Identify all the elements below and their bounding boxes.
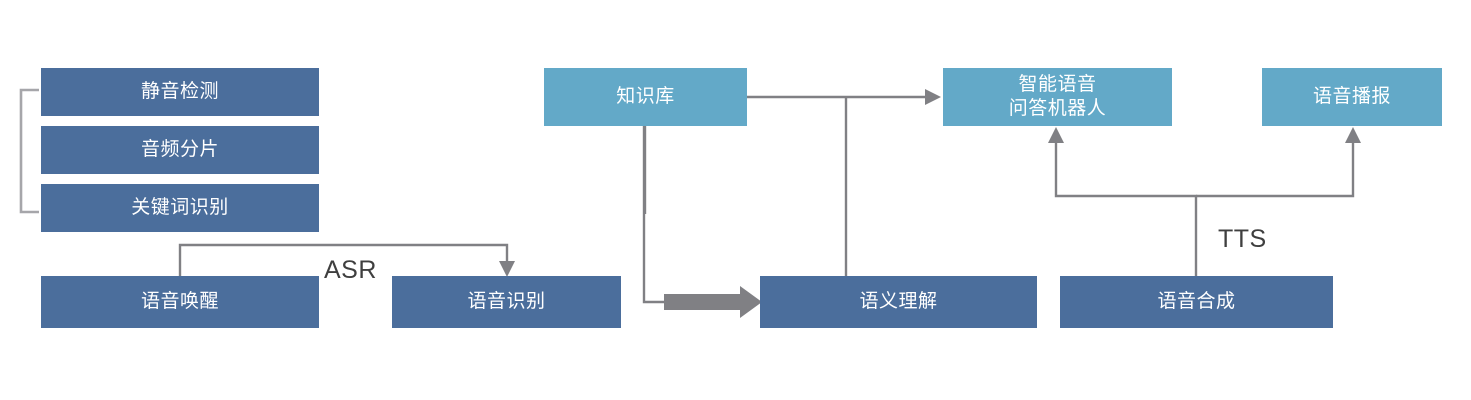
- node-audio-segmentation[interactable]: 音频分片: [41, 126, 319, 174]
- edge-knowledge-base-to-qa-robot: [747, 89, 941, 105]
- node-speech-synthesis[interactable]: 语音合成: [1060, 276, 1333, 328]
- edge-synthesis-to-qa-robot-and-broadcast: [1048, 127, 1361, 276]
- node-voice-broadcast[interactable]: 语音播报: [1262, 68, 1442, 126]
- preprocessing-bracket: [19, 88, 39, 214]
- node-semantic-understanding[interactable]: 语义理解: [760, 276, 1037, 328]
- edge-speech-recognition-to-semantic: [642, 126, 762, 318]
- node-knowledge-base[interactable]: 知识库: [544, 68, 747, 126]
- node-keyword-spotting[interactable]: 关键词识别: [41, 184, 319, 232]
- edge-label-asr: ASR: [324, 256, 377, 284]
- node-speech-recognition[interactable]: 语音识别: [392, 276, 621, 328]
- node-voice-wakeup[interactable]: 语音唤醒: [41, 276, 319, 328]
- edge-label-tts: TTS: [1218, 225, 1267, 253]
- node-silence-detection[interactable]: 静音检测: [41, 68, 319, 116]
- node-qa-robot[interactable]: 智能语音 问答机器人: [943, 68, 1172, 126]
